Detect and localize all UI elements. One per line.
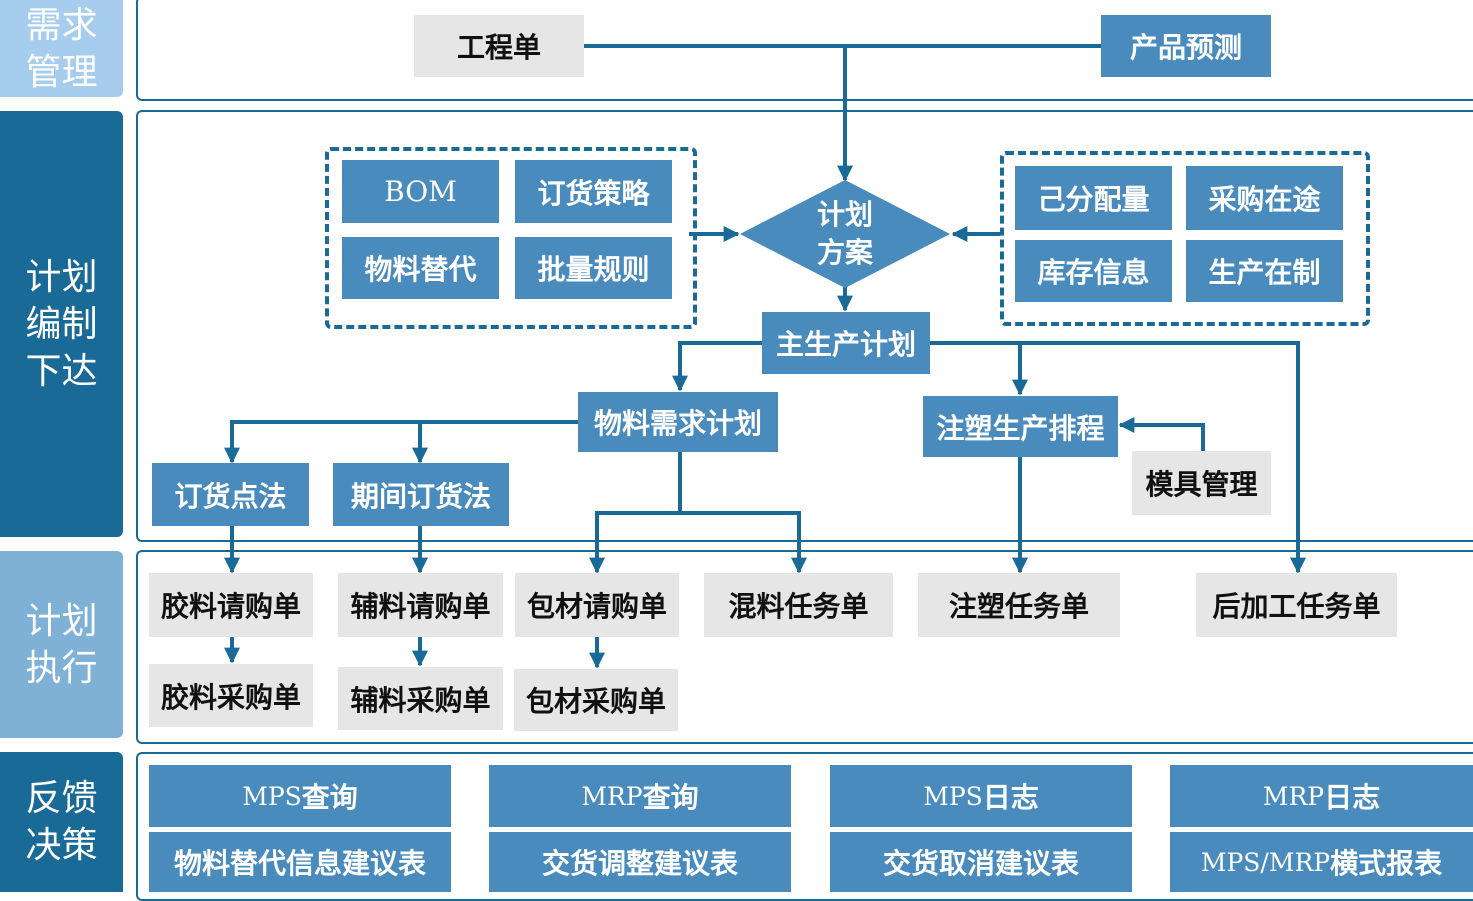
sidebar-feedback: 反馈 决策 <box>0 752 123 892</box>
matrix-report-suffix: 横式报表 <box>1330 847 1443 880</box>
packaging-purchase-box: 包材采购单 <box>514 669 678 731</box>
inventory-info-box: 库存信息 <box>1015 240 1172 302</box>
scheme-label: 计划 方案 <box>816 198 873 269</box>
delivery-adjust-report-box: 交货调整建议表 <box>489 832 791 892</box>
connector-mrp-order-methods <box>224 420 578 464</box>
injection-task-box: 注塑任务单 <box>918 573 1120 637</box>
panel-execution <box>136 550 1473 744</box>
mrp-log-suffix: 日志 <box>1324 781 1381 814</box>
sidebar-execution-label: 计划 执行 <box>25 600 98 689</box>
accessory-requisition-box: 辅料请购单 <box>338 573 503 637</box>
packaging-requisition-box: 包材请购单 <box>515 573 679 637</box>
matrix-report-prefix: MPS/MRP <box>1200 847 1331 877</box>
sidebar-demand-label: 需求 管理 <box>25 4 98 93</box>
connector-mps-right <box>930 341 1306 574</box>
scheme-diamond <box>740 180 950 288</box>
allocated-qty-box: 己分配量 <box>1015 166 1172 230</box>
sidebar-planning-label: 计划 编制 下达 <box>25 256 98 392</box>
sidebar-planning: 计划 编制 下达 <box>0 111 123 537</box>
material-substitute-box: 物料替代 <box>342 237 499 299</box>
sidebar-feedback-label: 反馈 决策 <box>25 778 98 866</box>
batch-rule-box: 批量规则 <box>515 237 672 299</box>
engineering-order-box: 工程单 <box>414 15 584 77</box>
connector-mold-injection <box>1118 417 1205 451</box>
right-parameter-group <box>1000 151 1370 326</box>
bom-box: BOM <box>342 160 499 223</box>
mrp-query-prefix: MRP <box>581 781 643 811</box>
mrp-log-prefix: MRP <box>1262 781 1325 811</box>
mps-box: 主生产计划 <box>762 312 930 374</box>
rubber-requisition-box: 胶料请购单 <box>149 573 313 637</box>
panel-planning <box>136 110 1473 542</box>
mps-log-suffix: 日志 <box>982 781 1039 814</box>
injection-scheduling-box: 注塑生产排程 <box>923 396 1118 457</box>
mps-query-prefix: MPS <box>242 781 302 811</box>
reorder-point-box: 订货点法 <box>152 463 309 526</box>
sidebar-demand: 需求 管理 <box>0 0 123 97</box>
mps-query-suffix: 查询 <box>301 781 358 814</box>
purchase-in-transit-box: 采购在途 <box>1186 166 1343 230</box>
left-parameter-group <box>325 147 697 329</box>
rubber-purchase-box: 胶料采购单 <box>149 664 313 727</box>
mrp-query-suffix: 查询 <box>642 781 699 814</box>
mrp-box: 物料需求计划 <box>578 392 778 452</box>
substitute-report-box: 物料替代信息建议表 <box>149 832 451 892</box>
connector-mps-mrp <box>672 341 762 392</box>
panel-demand <box>136 0 1473 101</box>
delivery-cancel-report-box: 交货取消建议表 <box>830 832 1132 892</box>
sidebar-execution: 计划 执行 <box>0 551 123 738</box>
product-forecast-box: 产品预测 <box>1101 15 1271 77</box>
connector-mrp-down <box>589 452 682 574</box>
period-order-box: 期间订货法 <box>333 463 509 526</box>
mps-log-prefix: MPS <box>923 781 983 811</box>
production-wip-box: 生产在制 <box>1186 240 1343 302</box>
accessory-purchase-box: 辅料采购单 <box>338 667 503 730</box>
connector-mrp-mixing <box>680 511 807 574</box>
order-strategy-box: 订货策略 <box>515 160 672 223</box>
mold-management-box: 模具管理 <box>1132 451 1271 515</box>
post-processing-task-box: 后加工任务单 <box>1196 573 1397 637</box>
mixing-task-box: 混料任务单 <box>704 573 893 637</box>
